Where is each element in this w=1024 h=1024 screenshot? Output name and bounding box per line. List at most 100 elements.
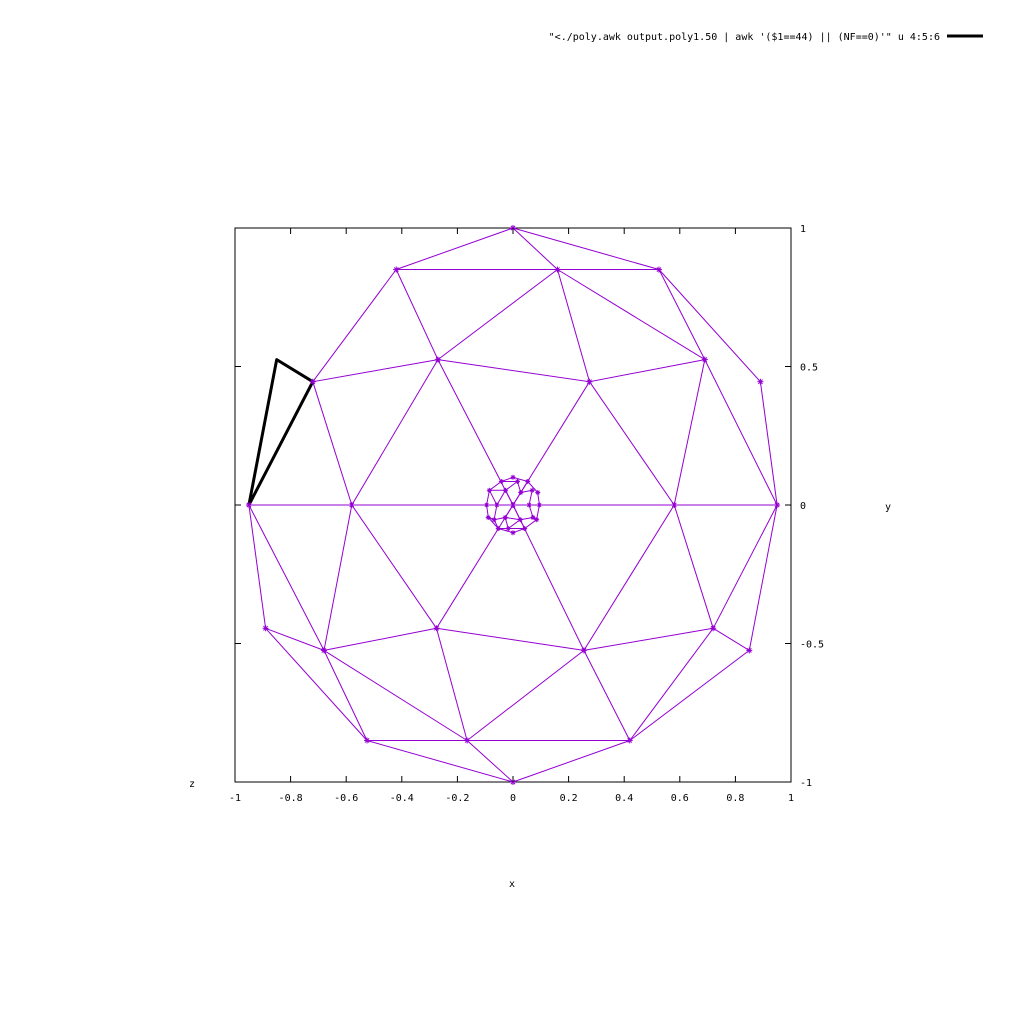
mesh-edge-2-7 <box>493 504 525 529</box>
mesh-edge-1-36 <box>436 504 514 629</box>
vertex-point <box>774 502 781 508</box>
mesh-edge-1-27 <box>704 359 778 506</box>
vertex-point <box>433 625 440 632</box>
y-tick-label: 0.5 <box>800 363 818 374</box>
mesh-edge-1-43 <box>436 627 584 651</box>
vertex-point <box>671 502 678 508</box>
point-layer <box>245 225 781 785</box>
vertex-point <box>701 356 708 363</box>
vertex-point <box>757 378 764 385</box>
vertex-point <box>498 478 504 484</box>
mesh-edge-1-30 <box>748 504 778 651</box>
mesh-edge-1-42 <box>436 628 468 741</box>
mesh-edge-1-21 <box>351 359 439 506</box>
vertex-point <box>502 514 508 520</box>
x-tick-label: 0 <box>510 793 516 804</box>
vertex-point <box>484 502 490 508</box>
mesh-edge-1-23 <box>589 359 705 383</box>
vertex-point <box>505 526 511 532</box>
mesh-edge-1-13 <box>512 227 660 270</box>
vertex-point <box>262 625 269 632</box>
vertex-point <box>655 266 662 273</box>
mesh-edge-1-25 <box>589 381 675 506</box>
mesh-edge-1-5 <box>265 627 368 741</box>
vertex-point <box>510 530 516 536</box>
vertex-point <box>434 356 441 363</box>
vertex-point <box>710 625 717 632</box>
mesh-edge-1-12 <box>512 227 558 270</box>
vertex-point <box>510 474 516 480</box>
vertex-point <box>554 266 561 273</box>
mesh-edge-1-33 <box>673 504 714 629</box>
x-tick-label: -1 <box>229 793 241 804</box>
mesh-edge-1-6 <box>312 381 353 506</box>
y-axis-label: y <box>885 502 891 513</box>
legend: "<./poly.awk output.poly1.50 | awk '($1=… <box>549 32 983 43</box>
mesh-edge-1-2 <box>248 504 325 651</box>
vertex-point <box>393 266 400 273</box>
mesh-edge-1-9 <box>396 227 514 270</box>
mesh-edge-1-7 <box>312 269 397 382</box>
vertex-point <box>245 502 252 508</box>
vertex-point <box>510 502 516 508</box>
x-tick-label: 1 <box>788 793 794 804</box>
mesh-edge-1-28 <box>759 381 778 506</box>
mesh-edge-1-37 <box>351 504 437 629</box>
y-tick-label: -0.5 <box>800 640 824 651</box>
vertex-point <box>320 647 327 654</box>
mesh-edge-1-32 <box>629 650 750 741</box>
vertex-point <box>494 502 500 508</box>
mesh-edge-1-8 <box>312 359 438 383</box>
vertex-point <box>309 378 316 385</box>
mesh-edge-1-51 <box>466 740 514 783</box>
mesh-edge-1-20 <box>437 359 590 383</box>
mesh-edge-1-34 <box>583 504 675 651</box>
mesh-edge-1-31 <box>712 627 750 651</box>
vertex-point <box>525 478 531 484</box>
mesh-edge-2-5 <box>488 490 498 506</box>
mesh-edge-1-45 <box>466 650 585 741</box>
mesh-edge-1-41 <box>323 649 468 741</box>
vertex-point <box>626 737 633 744</box>
legend-entry-label: "<./poly.awk output.poly1.50 | awk '($1=… <box>549 32 940 43</box>
mesh-layer <box>248 227 778 783</box>
vertex-point <box>518 490 524 496</box>
x-tick-label: -0.2 <box>445 793 469 804</box>
mesh-edge-1-50 <box>366 740 514 783</box>
highlight-triangle-0-0 <box>247 358 315 506</box>
mesh-edge-2-8 <box>504 517 526 529</box>
x-tick-label: 0.2 <box>560 793 578 804</box>
x-tick-label: -0.4 <box>390 793 414 804</box>
vertex-point <box>517 517 523 523</box>
vertex-point <box>364 737 371 744</box>
vertex-point <box>529 487 535 493</box>
mesh-edge-1-17 <box>557 269 706 361</box>
mesh-edge-1-18 <box>658 269 706 360</box>
x-tick-label: 0.8 <box>726 793 744 804</box>
vertex-point <box>530 514 536 520</box>
x-tick-label: -0.6 <box>334 793 358 804</box>
mesh-edge-1-29 <box>712 504 778 629</box>
vertex-point <box>526 502 532 508</box>
mesh-edge-2-9 <box>504 504 514 518</box>
vertex-point <box>536 502 542 508</box>
mesh-edge-2-6 <box>494 517 534 521</box>
vertex-point <box>586 378 593 385</box>
mesh-edge-1-15 <box>437 269 558 360</box>
mesh-edge-1-3 <box>248 504 267 629</box>
mesh-edge-1-39 <box>323 627 437 651</box>
y-tick-label: 1 <box>800 224 806 235</box>
x-tick-label: 0.4 <box>615 793 633 804</box>
mesh-edge-1-38 <box>323 504 353 651</box>
mesh-edge-1-40 <box>323 650 368 741</box>
vertex-point <box>464 737 471 744</box>
x-axis-label: x <box>509 879 515 890</box>
mesh-edge-1-11 <box>395 269 439 360</box>
mesh-edge-1-46 <box>583 650 631 741</box>
vertex-point <box>491 517 497 523</box>
vertex-point <box>522 526 528 532</box>
mesh-edge-1-26 <box>673 359 706 506</box>
mesh-edge-1-4 <box>265 627 325 651</box>
vertex-point <box>485 514 491 520</box>
